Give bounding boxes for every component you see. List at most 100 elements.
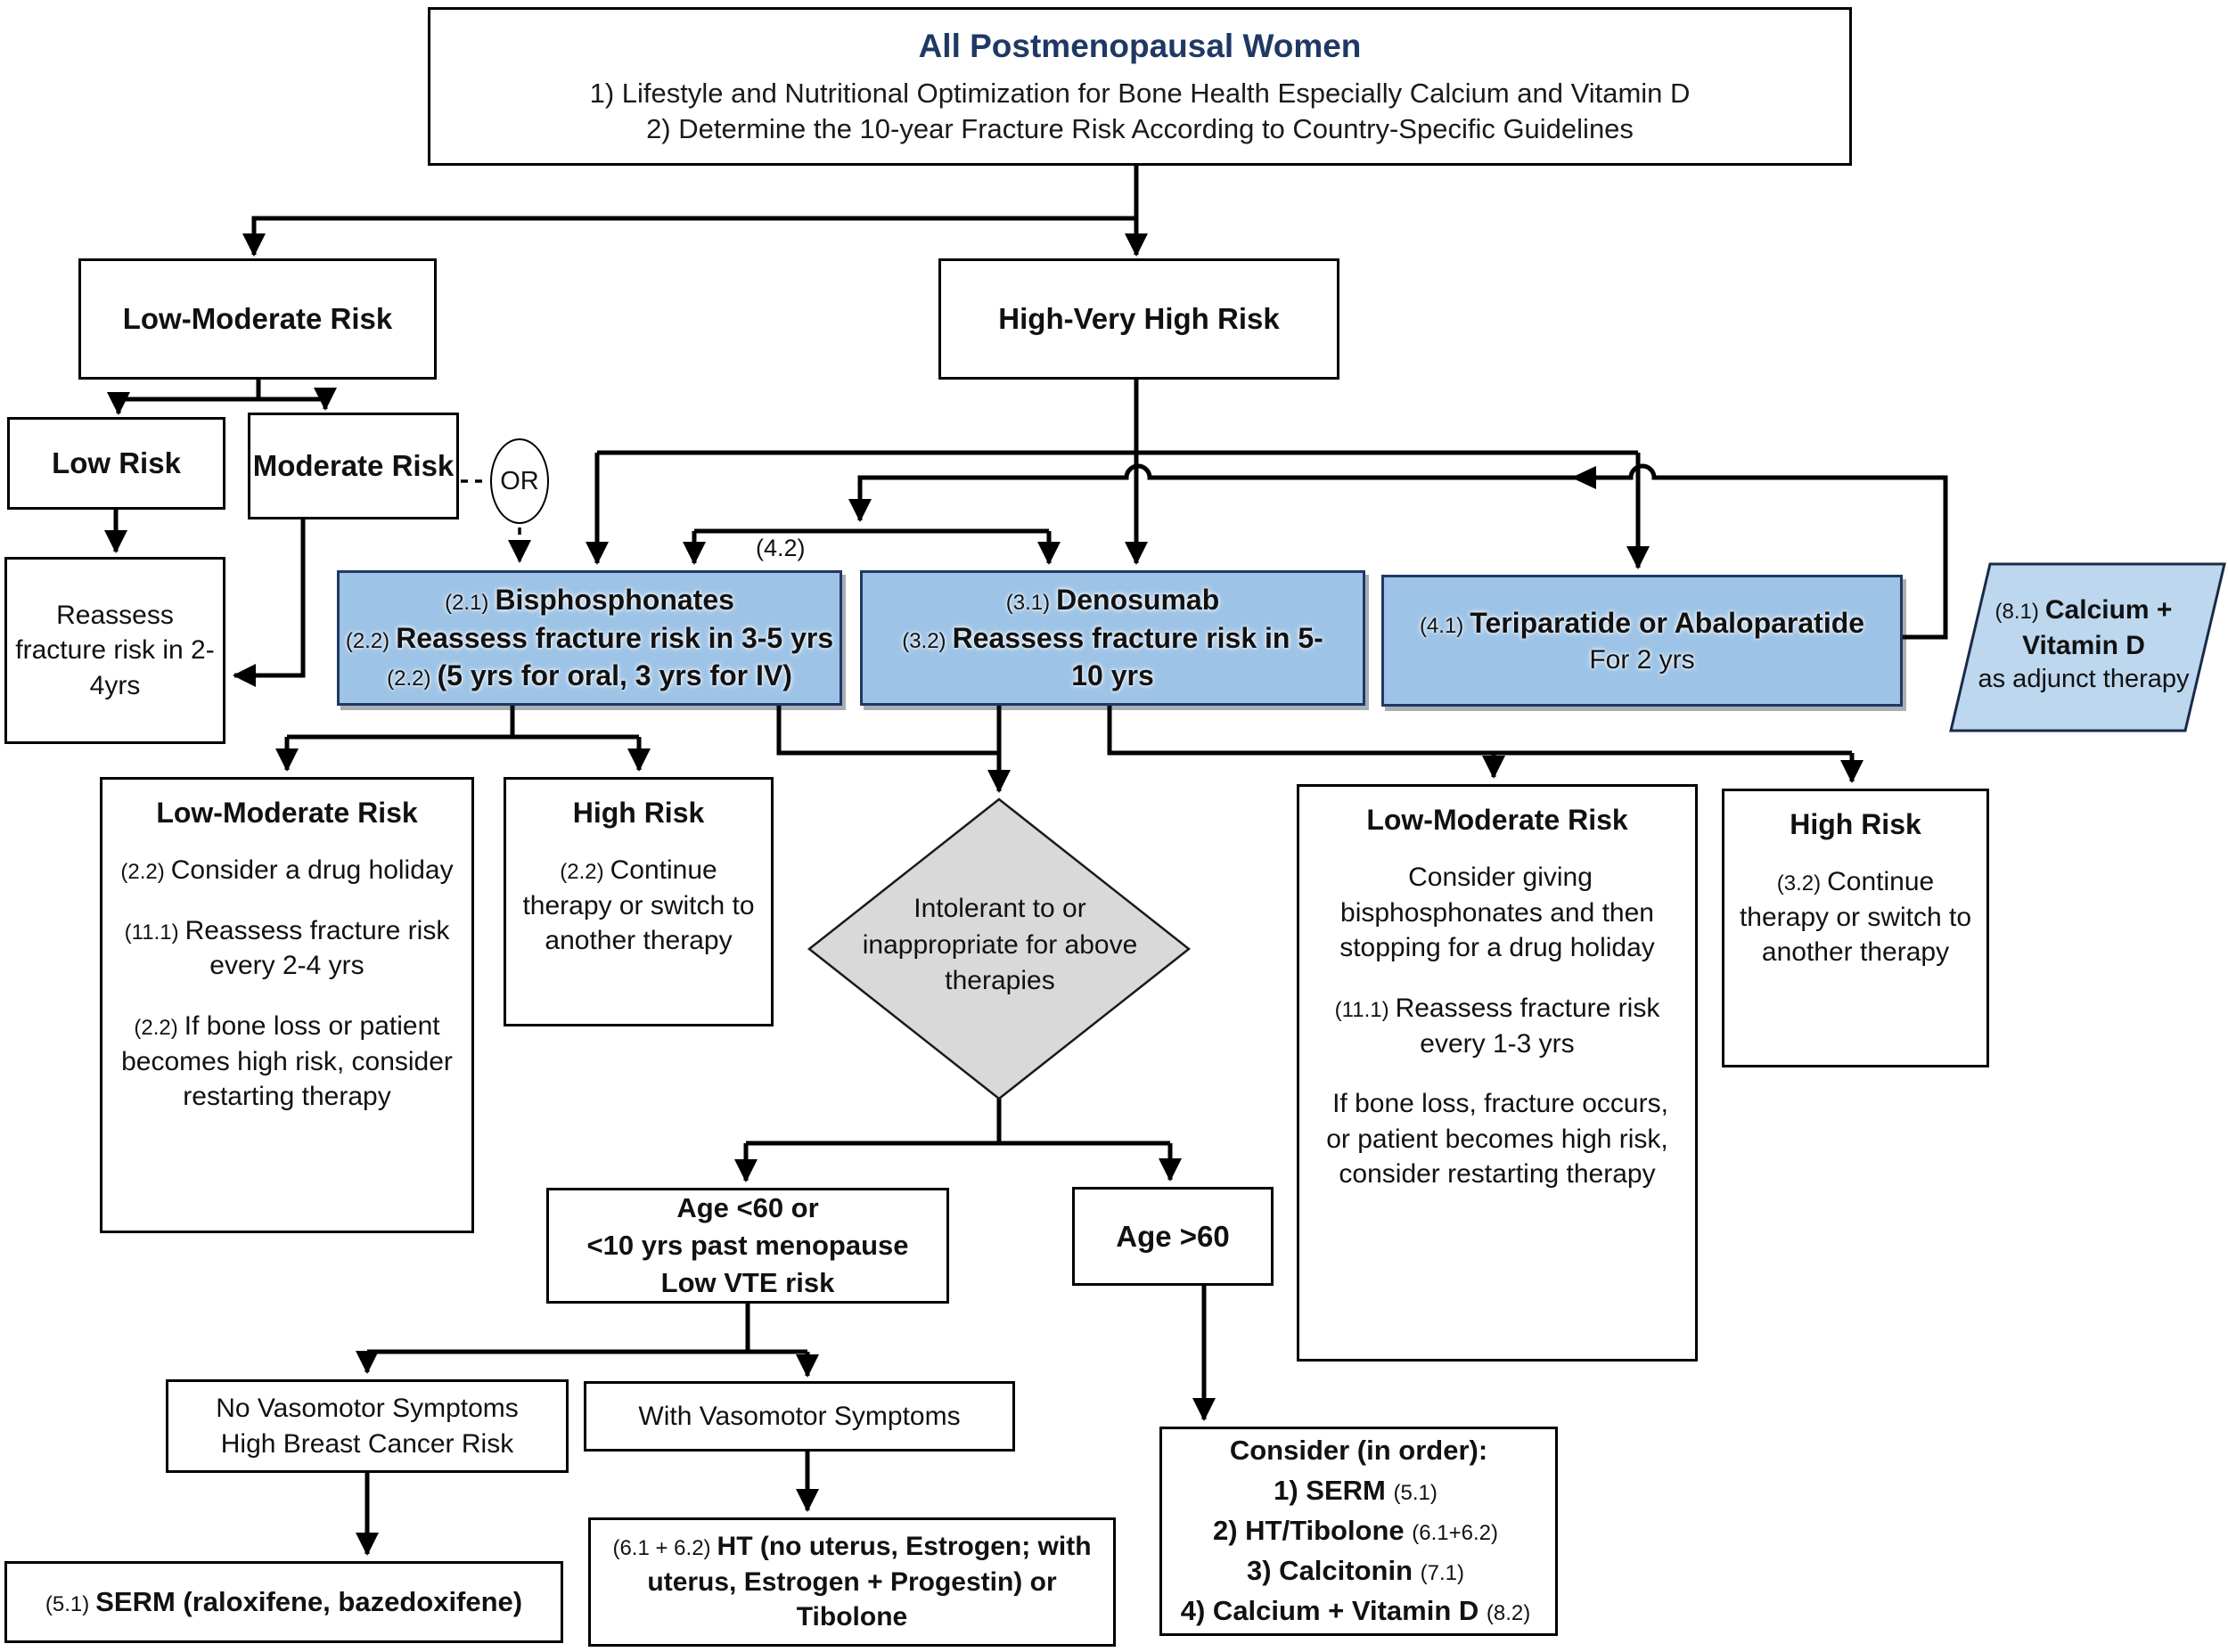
box-title: Consider (in order): (1229, 1435, 1488, 1467)
item-text: 2) HT/Tibolone (1212, 1515, 1405, 1547)
with-vasomotor-box: With Vasomotor Symptoms (584, 1381, 1015, 1452)
item-text: Reassess fracture risk every 2-4 yrs (184, 915, 450, 981)
loop-label-4-2: (4.2) (756, 535, 806, 561)
ref-label: (6.1+6.2) (1412, 1521, 1499, 1546)
connector-moderate-to-reassess (233, 519, 306, 687)
root-line-1: 1) Lifestyle and Nutritional Optimizatio… (589, 77, 1691, 109)
ref-label: (11.1) (124, 920, 179, 945)
connector-bisphosphonate-outcomes (275, 706, 651, 772)
high-very-high-risk-box: High-Very High Risk (938, 258, 1339, 380)
serm-box: (5.1)SERM (raloxifene, bazedoxifene) (4, 1561, 563, 1643)
page-title: All Postmenopausal Women (918, 27, 1362, 64)
or-connector: OR (490, 438, 549, 524)
therapy-name: Teriparatide or Abaloparatide (1470, 606, 1865, 639)
ref-label: (2.2) (134, 1016, 178, 1041)
deno-low-moderate-outcome-box: Low-Moderate Risk Consider giving bispho… (1297, 784, 1698, 1362)
calcium-adjunct-label: (8.1)Calcium + Vitamin D as adjunct ther… (1977, 593, 2191, 697)
outcome-item: (2.2)Consider a drug holiday (120, 853, 453, 888)
ref-label: (3.1) (1005, 591, 1051, 616)
ref-label: (2.1) (445, 591, 489, 616)
calcium-adjunct-parallelogram (1949, 562, 2226, 732)
therapy-text: (5 yrs for oral, 3 yrs for IV) (437, 659, 792, 692)
adjunct-title: Calcium + Vitamin D (2022, 595, 2173, 660)
outcome-item: Consider giving bisphosphonates and then… (1312, 860, 1683, 966)
item-text: Reassess fracture risk every 1-3 yrs (1395, 994, 1660, 1059)
therapy-text: Reassess fracture risk in 3-5 yrs (396, 621, 834, 654)
ref-label: (2.2) (345, 628, 390, 653)
ref-label: (6.1 + 6.2) (612, 1536, 711, 1561)
therapy-line: (3.2)Reassess fracture risk in 5-10 yrs (889, 619, 1336, 695)
connector-teriparatide-loopback (683, 463, 1948, 640)
reassess-2-4yrs-box: Reassess fracture risk in 2-4yrs (4, 557, 225, 744)
box-title: High Risk (1790, 808, 1921, 840)
ref-label: (5.1) (1393, 1481, 1438, 1506)
item-text: Consider giving bisphosphonates and then… (1339, 863, 1655, 963)
item-text: Consider a drug holiday (170, 855, 454, 886)
box-line: High Breast Cancer Risk (220, 1428, 514, 1459)
outcome-item: If bone loss, fracture occurs, or patien… (1312, 1086, 1683, 1192)
box-label: Age >60 (1116, 1219, 1230, 1253)
box-label: Low Risk (52, 446, 181, 480)
ref-label: (3.2) (1776, 871, 1822, 896)
ht-box: (6.1 + 6.2)HT (no uterus, Estrogen; with… (588, 1517, 1116, 1647)
outcome-item: (2.2)If bone loss or patient becomes hig… (115, 1009, 459, 1115)
item-text: 4) Calcium + Vitamin D (1180, 1594, 1479, 1626)
item-text: Continue therapy or switch to another th… (1739, 867, 1972, 968)
therapy-title-line: (3.1)Denosumab (1006, 581, 1220, 619)
item-text: 3) Calcitonin (1247, 1554, 1413, 1586)
box-title: High Risk (572, 797, 705, 829)
outcome-item: (11.1)Reassess fracture risk every 1-3 y… (1312, 991, 1683, 1061)
box-label: With Vasomotor Symptoms (638, 1401, 961, 1431)
connector-to-intolerance-diamond (776, 706, 1011, 793)
box-label: Moderate Risk (252, 449, 455, 483)
therapy-line: (2.2)(5 yrs for oral, 3 yrs for IV) (387, 657, 792, 695)
therapy-name: Denosumab (1056, 584, 1220, 617)
connector-highrisk-to-therapies (586, 379, 1650, 569)
therapy-title-line: (2.1)Bisphosphonates (445, 581, 734, 619)
outcome-item: (11.1)Reassess fracture risk every 2-4 y… (115, 913, 459, 984)
moderate-risk-box: Moderate Risk (248, 413, 459, 519)
ref-label: (11.1) (1334, 998, 1389, 1023)
ref-label: (2.2) (120, 860, 165, 885)
outcome-item: (3.2)Continue therapy or switch to anoth… (1737, 864, 1974, 970)
item-text: If bone loss, fracture occurs, or patien… (1326, 1089, 1668, 1190)
serm-text: SERM (raloxifene, bazedoxifene) (95, 1585, 523, 1617)
ref-label: (4.1) (1419, 613, 1464, 638)
consider-in-order-box: Consider (in order): 1) SERM (5.1) 2) HT… (1159, 1427, 1558, 1636)
therapy-line: (2.2)Reassess fracture risk in 3-5 yrs (346, 619, 833, 658)
intolerance-diamond-label: Intolerant to or inappropriate for above… (862, 894, 1138, 995)
age-under-60-box: Age <60 or <10 yrs past menopause Low VT… (546, 1188, 949, 1304)
bis-low-moderate-outcome-box: Low-Moderate Risk (2.2)Consider a drug h… (100, 777, 474, 1233)
or-label: OR (500, 466, 539, 495)
therapy-text: Reassess fracture risk in 5-10 yrs (952, 621, 1323, 692)
ref-label: (2.2) (387, 667, 431, 691)
box-line: (5.1)SERM (raloxifene, bazedoxifene) (45, 1584, 522, 1621)
box-text: Reassess fracture risk in 2-4yrs (15, 600, 215, 700)
age-line: Low VTE risk (660, 1266, 835, 1298)
therapy-title-line: (4.1)Teriparatide or Abaloparatide (1420, 604, 1864, 642)
connector-root-split (242, 166, 1148, 257)
ref-label: (8.2) (1486, 1600, 1531, 1625)
teriparatide-box: (4.1)Teriparatide or Abaloparatide For 2… (1381, 575, 1903, 707)
ref-label: (5.1) (45, 1591, 90, 1616)
connector-age60-split (356, 1304, 819, 1378)
ref-label: (7.1) (1420, 1560, 1464, 1585)
bisphosphonates-box: (2.1)Bisphosphonates (2.2)Reassess fract… (337, 570, 842, 706)
item-text: If bone loss or patient becomes high ris… (121, 1011, 453, 1112)
box-title: Low-Moderate Risk (1366, 804, 1628, 836)
consider-item: 1) SERM (5.1) (1274, 1471, 1444, 1511)
loop-direction-arrow (1571, 466, 1596, 489)
item-text: 1) SERM (1274, 1475, 1386, 1507)
connector-lowmod-split (107, 379, 337, 415)
low-moderate-risk-box: Low-Moderate Risk (78, 258, 437, 380)
box-label: High-Very High Risk (998, 302, 1280, 336)
deno-high-risk-outcome-box: High Risk (3.2)Continue therapy or switc… (1722, 789, 1989, 1067)
connector-diamond-to-age (734, 1099, 1182, 1182)
age-line: <10 yrs past menopause (586, 1230, 909, 1262)
item-text: Continue therapy or switch to another th… (522, 855, 755, 956)
connector-or-dashed (461, 479, 531, 563)
box-label: Low-Moderate Risk (122, 302, 393, 336)
ref-label: (8.1) (1995, 600, 2039, 624)
